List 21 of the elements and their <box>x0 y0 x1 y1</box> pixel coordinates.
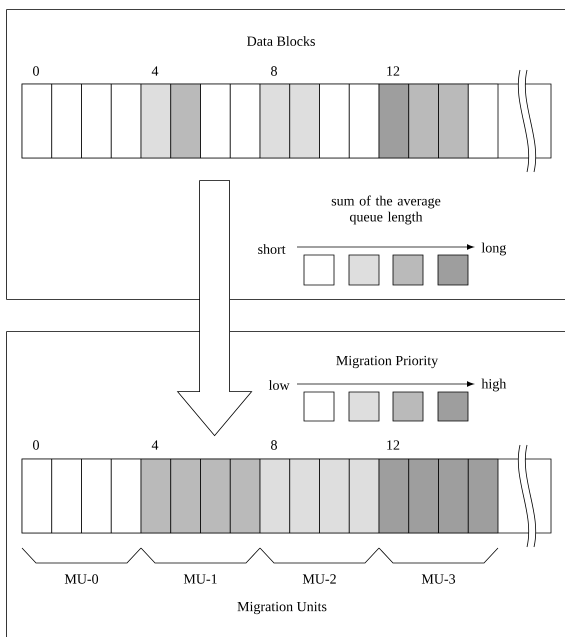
scale-label: high <box>482 378 506 392</box>
unit-label: MU-0 <box>64 574 98 584</box>
index-number: 4 <box>152 440 158 450</box>
index-number: 4 <box>152 66 158 76</box>
index-number: 12 <box>387 440 400 450</box>
panel-title: Data Blocks <box>247 36 315 46</box>
index-number: 8 <box>271 440 277 450</box>
scale-label: long <box>482 242 506 256</box>
legend-title: Migration Priority <box>336 356 438 368</box>
index-number: 12 <box>387 66 400 76</box>
index-number: 0 <box>33 440 39 450</box>
index-number: 0 <box>33 66 39 76</box>
scale-label: low <box>268 380 290 390</box>
scale-label: short <box>258 244 286 254</box>
unit-label: MU-2 <box>302 574 336 584</box>
block-arrow <box>176 180 252 436</box>
unit-label: MU-1 <box>184 574 217 584</box>
index-number: 8 <box>271 66 277 76</box>
unit-label: MU-3 <box>422 574 456 584</box>
panel-title: Migration Units <box>238 602 326 614</box>
legend-title: sum of the average queue length <box>332 196 440 224</box>
